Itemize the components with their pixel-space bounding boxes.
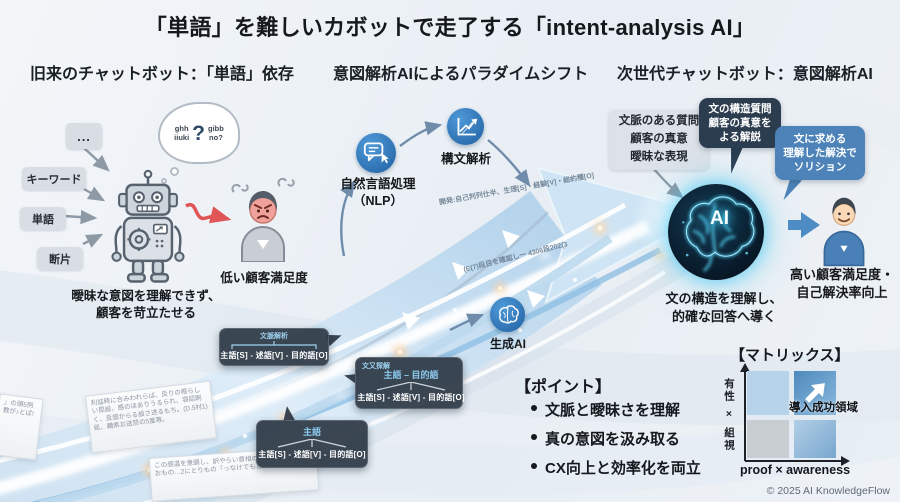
legacy-caption: 曖昧な意図を理解できず、 顧客を苛立たせる	[71, 289, 221, 320]
thought-trail-dot	[161, 178, 167, 184]
syntax-analysis-label: 構文解析	[440, 152, 491, 166]
heading-paradigm-shift: 意図解析AIによるパラダイムシフト	[333, 66, 589, 83]
genai-label: 生成AI	[489, 337, 526, 351]
syntax-tree-box-2: 文又探解 主語 – 目的語 主語[S] - 述語[V] - 目的語[O]	[355, 357, 465, 409]
ellipsis-bubble: ...	[66, 123, 102, 149]
solution-callout: 文に求める 理解した解決で ソリション	[775, 126, 865, 180]
tree-fork	[277, 438, 347, 448]
happy-user-icon	[812, 188, 876, 268]
growth-arrow-icon	[805, 383, 825, 403]
success-region-label: 導入成功領域	[789, 402, 858, 414]
point-item: CX向上と効率化を両立	[528, 457, 701, 478]
tree-fork	[376, 381, 446, 391]
tree-box-row: 主語[S] - 述語[V] - 目的語[O]	[220, 351, 328, 360]
thought-text-right: gibb no?	[208, 124, 224, 142]
robot-icon	[110, 162, 186, 292]
matrix-heading: 【マトリックス】	[730, 347, 850, 364]
label-keyword: キーワード	[22, 167, 86, 190]
nlp-label: 自然言語処理 （NLP）	[340, 177, 416, 208]
points-heading: 【ポイント】	[515, 379, 612, 396]
failure-arrow	[185, 202, 232, 224]
genai-icon	[490, 297, 525, 332]
thought-text-left: ghh iiuki	[174, 124, 190, 142]
label-word: 単語	[20, 207, 66, 230]
syntax-tree-box-1: 文脈解析 主語[S] - 述語[V] - 目的語[O]	[219, 328, 329, 366]
matrix-quadrant-top-right	[794, 371, 836, 415]
matrix-y-axis-label: 有性 × 組視	[723, 378, 735, 452]
heading-next-gen-chatbot: 次世代チャットボット：意図解析AI	[617, 66, 873, 83]
next-gen-caption: 文の構造を理解し、 的確な回答へ導く	[665, 291, 783, 325]
ai-brain-icon	[668, 184, 764, 280]
context-question-box: 文脈のある質問 顧客の真意 曖昧な表現	[609, 110, 709, 170]
nlp-icon	[356, 133, 396, 173]
tree-box-row: 主語[S] - 述語[V] - 目的語[O]	[258, 449, 366, 459]
matrix-quadrant-bottom-right	[794, 420, 836, 458]
matrix-quadrant-bottom-left	[747, 420, 789, 458]
matrix-quadrants	[747, 371, 836, 458]
ai-label: AI	[710, 208, 729, 229]
tree-box-title: 文脈解析	[260, 333, 288, 340]
label-fragment: 断片	[37, 247, 83, 270]
flow-stream-arrowheads	[402, 230, 545, 330]
high-satisfaction-label: 高い顧客満足度・ 自己解決率向上	[789, 267, 894, 301]
brain-to-user-arrow	[788, 212, 820, 238]
thought-cloud: ghh iiuki ? gibb no?	[158, 102, 240, 164]
page-title: 「単語」を難しいカボットで走了する「intent-analysis AI」	[144, 15, 756, 40]
tree-box-title: 文又探解	[362, 363, 390, 371]
point-item: 文脈と曖昧さを理解	[528, 399, 701, 420]
tree-bracket	[231, 341, 317, 349]
thought-trail-dot	[170, 167, 179, 176]
matrix-x-axis-label: proof × awareness	[739, 463, 851, 477]
steel-flow-arrows	[340, 121, 531, 332]
tree-box-row: 主語[S] - 述語[V] - 目的語[O]	[357, 392, 465, 402]
structure-question-callout: 文の構造質問 顧客の真意を よる解説	[699, 98, 781, 148]
matrix-quadrant-top-left	[747, 371, 789, 415]
copyright: © 2025 AI KnowledgeFlow	[766, 485, 890, 497]
tree-box-top-node: 主語 – 目的語	[383, 370, 439, 381]
point-item: 真の意図を汲み取る	[528, 428, 701, 449]
matrix-axes	[740, 363, 850, 466]
syntax-tree-box-3: 主語 主語[S] - 述語[V] - 目的語[O]	[256, 420, 368, 468]
low-satisfaction-label: 低い顧客満足度	[220, 271, 308, 285]
points-list: 文脈と曖昧さを理解 真の意図を汲み取る CX向上と効率化を両立	[528, 399, 701, 486]
angry-user-icon	[228, 176, 298, 263]
heading-legacy-chatbot: 旧来のチャットボット：「単語」依存	[30, 66, 294, 83]
syntax-analysis-icon	[447, 108, 484, 145]
question-mark-icon: ?	[192, 121, 205, 145]
tree-box-top-node: 主語	[302, 427, 321, 438]
